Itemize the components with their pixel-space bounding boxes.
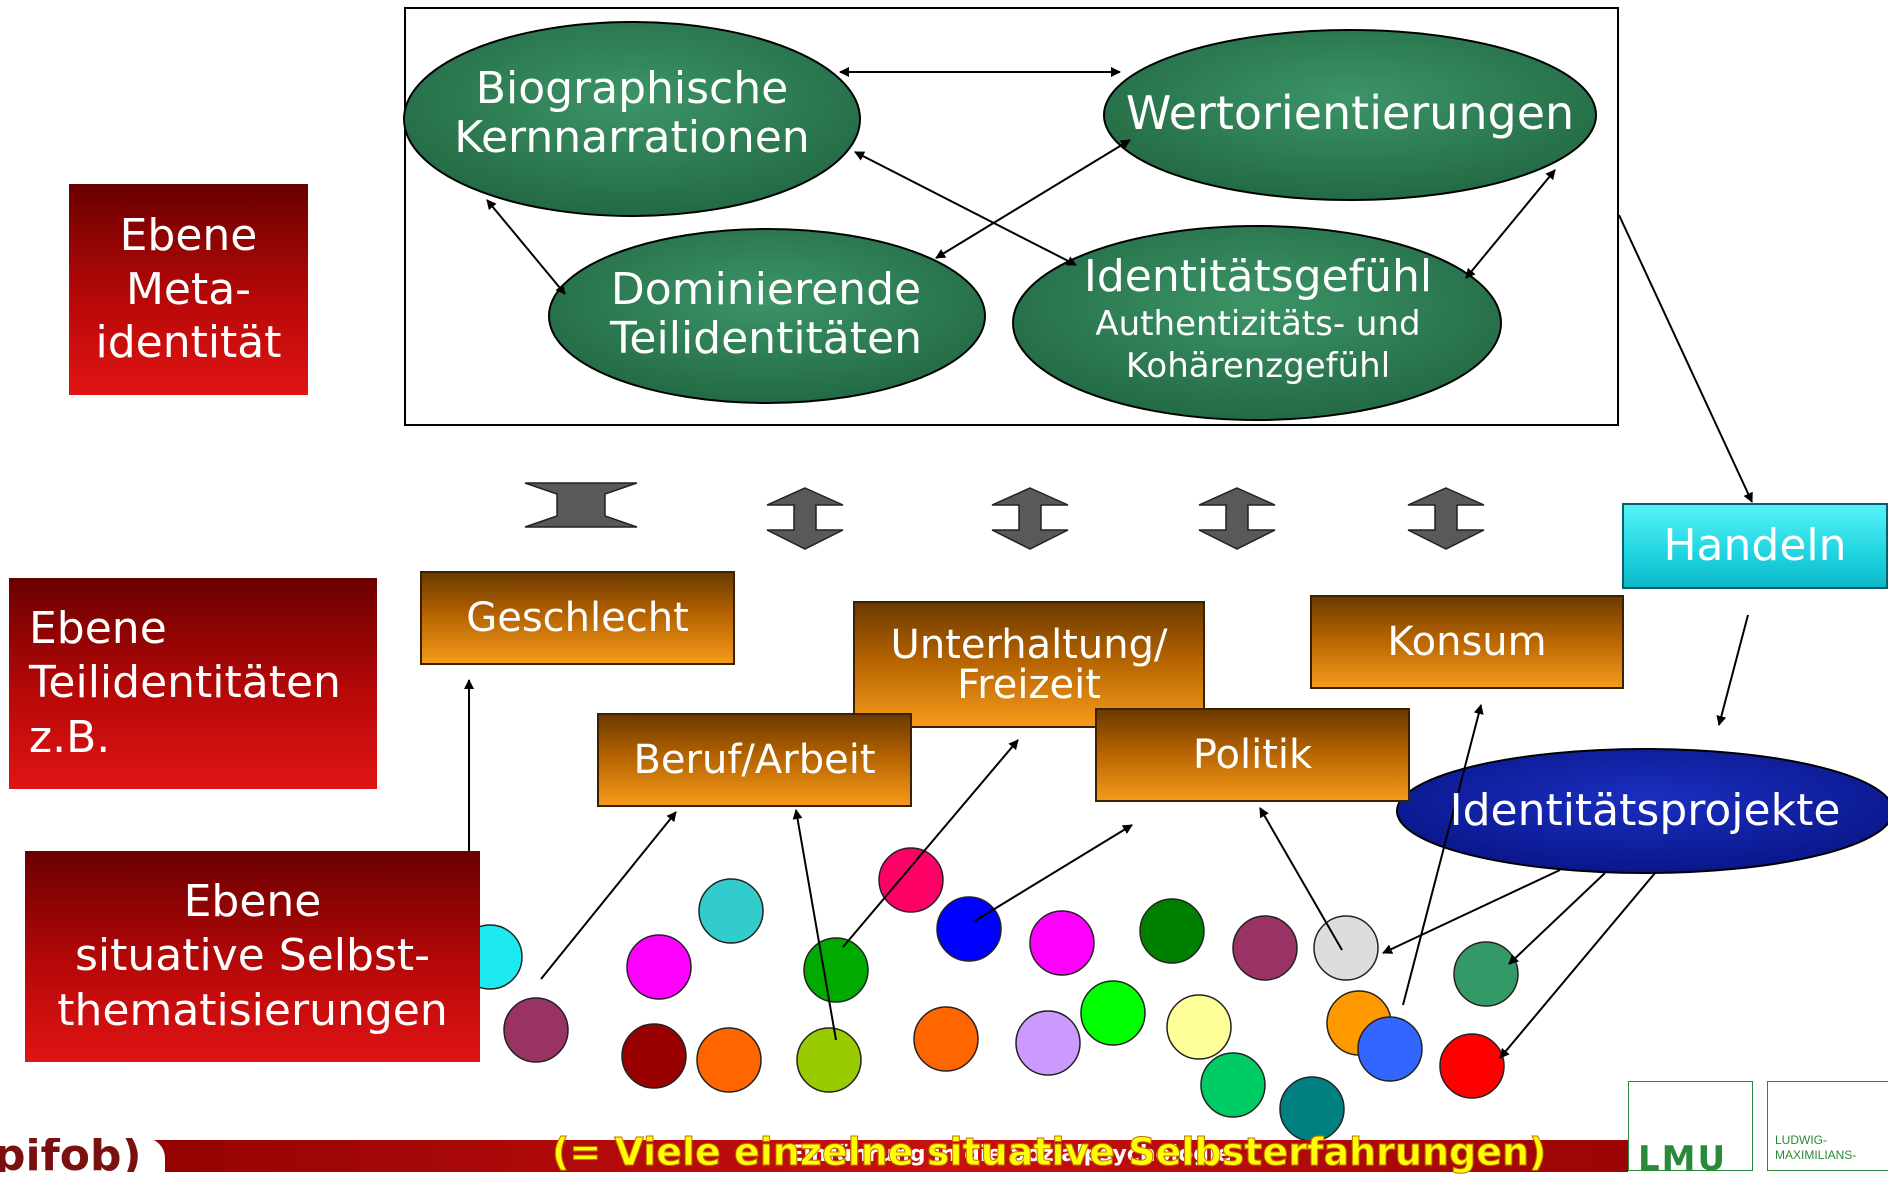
caption: (= Viele einzelne situative Selbsterfahr… [552,1130,1547,1175]
circle-turquoise [698,878,764,944]
circle-crimson [878,847,944,913]
connector-arrows [464,679,1656,1059]
double-arrow-4 [1198,487,1276,550]
ellipse-wertorientierungen [1103,29,1597,201]
box-politik: Politik [1095,708,1410,802]
ellipse-identitaetsgefuehl [1012,225,1502,421]
circle-lavender [1015,1010,1081,1076]
circle-plum-2 [1232,915,1298,981]
arrow-wert-ident [1465,169,1556,279]
ellipse-dominierende [548,228,986,404]
lmu-logo-frame-right [1767,1081,1888,1171]
identitaetsgefuehl-text: Identitätsgefühl Authentizitäts- und Koh… [1083,251,1433,387]
circle-paleyellow [1166,994,1232,1060]
circle-darkgreen [1139,898,1205,964]
double-arrow-1 [524,482,638,528]
circle-magenta-2 [1029,910,1095,976]
arrow-frame-handeln [1618,214,1753,503]
meta-frame [404,7,1619,426]
arrow-wert-dom [935,139,1131,259]
arrow-handeln-projekte [1716,614,1749,726]
ellipse-identitaetsprojekte [1396,748,1888,874]
arrow-bio-ident [854,151,1077,266]
level-situative-selbstthematisierungen: Ebene situative Selbst- thematisierungen [25,851,480,1062]
circle-green-2 [1080,980,1146,1046]
biographische-text: Biographische Kernnarrationen [454,63,810,164]
circle-blue-2 [1357,1016,1423,1082]
lmu-logo-frame-left [1628,1081,1753,1171]
circle-plum-1 [503,997,569,1063]
double-arrow-3 [991,487,1069,550]
situative-circles [457,847,1519,1142]
double-arrow-2 [766,487,844,550]
box-handeln: Handeln [1622,503,1888,589]
level-meta-identitaet: Ebene Meta- identität [69,184,308,395]
circle-orange-2 [913,1006,979,1072]
box-unterhaltung-freizeit: Unterhaltung/ Freizeit [853,601,1205,728]
circle-darkred [621,1023,687,1089]
circle-red [1439,1033,1505,1099]
footer-center-text: Einführung in die Sozialpsychologie [788,1142,1232,1167]
circle-seagreen-1 [1200,1052,1266,1118]
double-arrow-5 [1407,487,1485,550]
box-konsum: Konsum [1310,595,1624,689]
box-beruf-arbeit: Beruf/Arbeit [597,713,912,807]
circle-lime [796,1027,862,1093]
arrow-bio-dom [486,199,566,295]
circle-lightgray [1313,915,1379,981]
pifob-logo: pifob) [0,1138,165,1172]
circle-seagreen-2 [1453,941,1519,1007]
circle-blue-1 [936,896,1002,962]
identitaetsprojekte-text: Identitätsprojekte [1449,785,1841,836]
footer-bar [0,1140,1888,1172]
circle-green-1 [803,937,869,1003]
wertorientierungen-text: Wertorientierungen [1125,86,1575,140]
level-teilidentitaeten: Ebene Teilidentitäten z.B. [9,578,377,789]
dominierende-text: Dominierende Teilidentitäten [610,264,922,365]
box-geschlecht: Geschlecht [420,571,735,665]
circle-magenta-1 [626,934,692,1000]
ellipse-biographische [403,21,861,217]
lmu-logo: LMU LUDWIG- MAXIMILIANS- [1628,1081,1888,1179]
circle-orange-1 [696,1027,762,1093]
